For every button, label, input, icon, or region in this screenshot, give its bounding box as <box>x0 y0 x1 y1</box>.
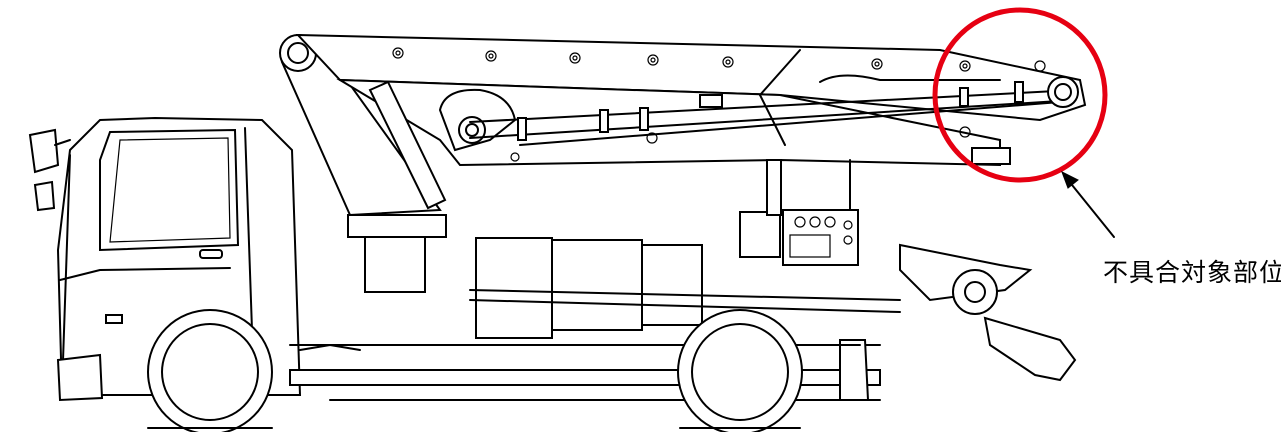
wheels <box>147 309 803 435</box>
pointer-arrow <box>1061 170 1115 238</box>
highlight-circle <box>932 7 1108 183</box>
boom-arm <box>279 33 1087 217</box>
defect-location-label: 不具合対象部位 <box>1103 258 1281 287</box>
